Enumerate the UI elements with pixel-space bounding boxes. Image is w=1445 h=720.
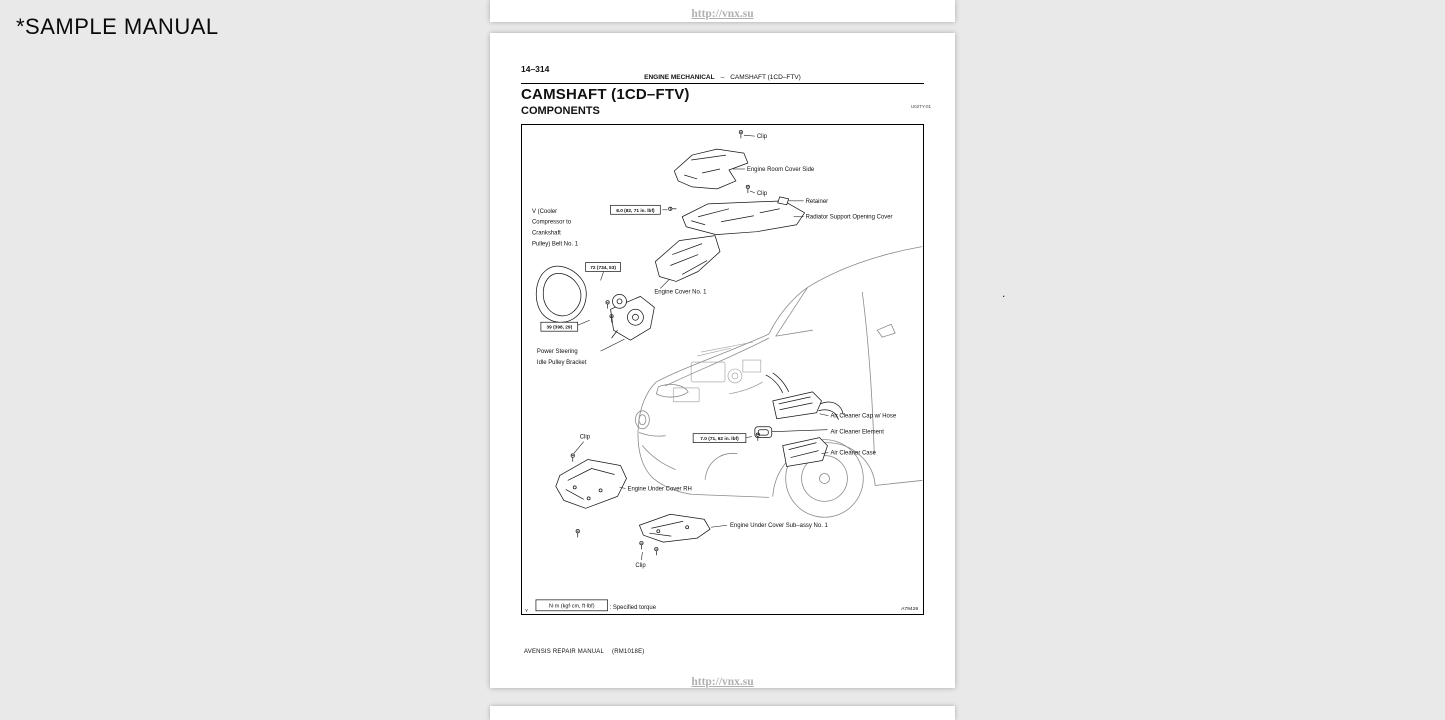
grille-badge (635, 410, 650, 430)
clip-bolt-icon (570, 453, 575, 463)
label-clip-mid: Clip (580, 435, 591, 441)
next-page-fragment (490, 706, 955, 720)
figure-code: A79426 (901, 606, 918, 612)
previous-page-fragment: http://vnx.su (490, 0, 955, 22)
clip-bolt-icon (745, 184, 750, 194)
label-engine-under-cover-rh: Engine Under Cover RH (627, 486, 691, 492)
label-clip-top: Clip (757, 134, 768, 140)
part-labels: Clip Engine Room Cover Side Clip Retaine… (532, 134, 897, 569)
label-v-belt-line1: V (Cooler (532, 209, 557, 215)
part-radiator-support-opening-cover (681, 200, 805, 236)
part-engine-room-cover-side (673, 148, 749, 190)
header-separator: – (720, 74, 725, 81)
label-clip-bottom: Clip (635, 563, 646, 569)
page-footer: AVENSIS REPAIR MANUAL (RM1018E) (524, 649, 644, 655)
header-topic: CAMSHAFT (1CD–FTV) (730, 74, 801, 81)
label-clip-upper: Clip (757, 191, 768, 197)
y-axis-marker: Y (525, 608, 529, 614)
label-radiator-support: Radiator Support Opening Cover (806, 215, 893, 221)
manual-page: 14–314 ENGINE MECHANICAL–CAMSHAFT (1CD–F… (490, 33, 955, 688)
label-air-cleaner-element: Air Cleaner Element (830, 430, 884, 436)
doc-code: U02TY-01 (910, 104, 931, 109)
part-engine-cover-no1 (654, 235, 721, 282)
part-retainer (777, 196, 790, 206)
torque-spec: 7.0 (71, 62 in. lbf) (700, 436, 739, 442)
part-air-cleaner-case (782, 437, 828, 467)
headlight (655, 384, 689, 398)
bolt-icon (605, 300, 610, 309)
engine-bay-details (672, 341, 763, 403)
components-figure: 8.0 (82, 71 in. lbf) 72 (734, 53) 39 (39… (521, 124, 924, 615)
torque-spec: 72 (734, 53) (590, 265, 616, 271)
page-header: ENGINE MECHANICAL–CAMSHAFT (1CD–FTV) (521, 74, 924, 84)
part-power-steering-idle-pulley-bracket (610, 294, 655, 341)
page-number: 14–314 (521, 64, 550, 74)
stray-dot: . (1002, 286, 1006, 300)
clip-bolt-icon (654, 547, 659, 556)
side-mirror (876, 323, 896, 338)
label-engine-room-cover-side: Engine Room Cover Side (747, 167, 815, 173)
label-retainer: Retainer (806, 199, 829, 205)
part-v-belt (535, 265, 587, 323)
watermark-url-bottom: http://vnx.su (691, 676, 754, 688)
exploded-diagram: 8.0 (82, 71 in. lbf) 72 (734, 53) 39 (39… (525, 130, 923, 614)
page-subtitle: COMPONENTS (521, 105, 600, 117)
part-air-cleaner-element (754, 426, 773, 439)
torque-spec: 8.0 (82, 71 in. lbf) (616, 208, 655, 214)
sample-banner: *SAMPLE MANUAL (16, 14, 219, 39)
torque-legend: Y N·m (kgf·cm, ft·lbf) : Specified torqu… (525, 599, 918, 614)
header-section: ENGINE MECHANICAL (644, 74, 715, 81)
bolt-icon (668, 206, 677, 211)
label-engine-under-cover-sub: Engine Under Cover Sub–assy No. 1 (730, 523, 829, 529)
legend-unit-box: N·m (kgf·cm, ft·lbf) (549, 604, 595, 610)
car-outline (635, 246, 923, 518)
clip-bolt-icon (738, 130, 743, 139)
torque-specs: 8.0 (82, 71 in. lbf) 72 (734, 53) 39 (39… (540, 204, 747, 443)
label-v-belt-line2: Compressor to (532, 220, 572, 226)
label-power-steering-line1: Power Steering (537, 349, 578, 355)
leader-lines (573, 134, 829, 561)
footer-manual-code: (RM1018E) (612, 649, 645, 655)
part-air-cleaner-cap (765, 372, 844, 420)
torque-spec: 39 (398, 29) (546, 325, 572, 331)
part-engine-under-cover-sub-assy (639, 513, 711, 543)
label-air-cleaner-cap: Air Cleaner Cap w/ Hose (830, 414, 896, 420)
label-v-belt-line4: Pulley) Belt No. 1 (532, 242, 579, 248)
clip-bolt-icon (639, 541, 644, 550)
label-power-steering-line2: Idle Pulley Bracket (537, 360, 587, 366)
part-engine-under-cover-rh (555, 459, 627, 509)
page-title: CAMSHAFT (1CD–FTV) (521, 86, 690, 103)
legend-text: : Specified torque (610, 605, 657, 611)
label-v-belt-line3: Crankshaft (532, 231, 561, 237)
label-air-cleaner-case: Air Cleaner Case (830, 451, 876, 457)
footer-manual-name: AVENSIS REPAIR MANUAL (524, 649, 604, 655)
watermark-url-top: http://vnx.su (691, 8, 754, 20)
label-engine-cover-no1: Engine Cover No. 1 (654, 289, 707, 295)
bolt-icon (575, 529, 580, 538)
